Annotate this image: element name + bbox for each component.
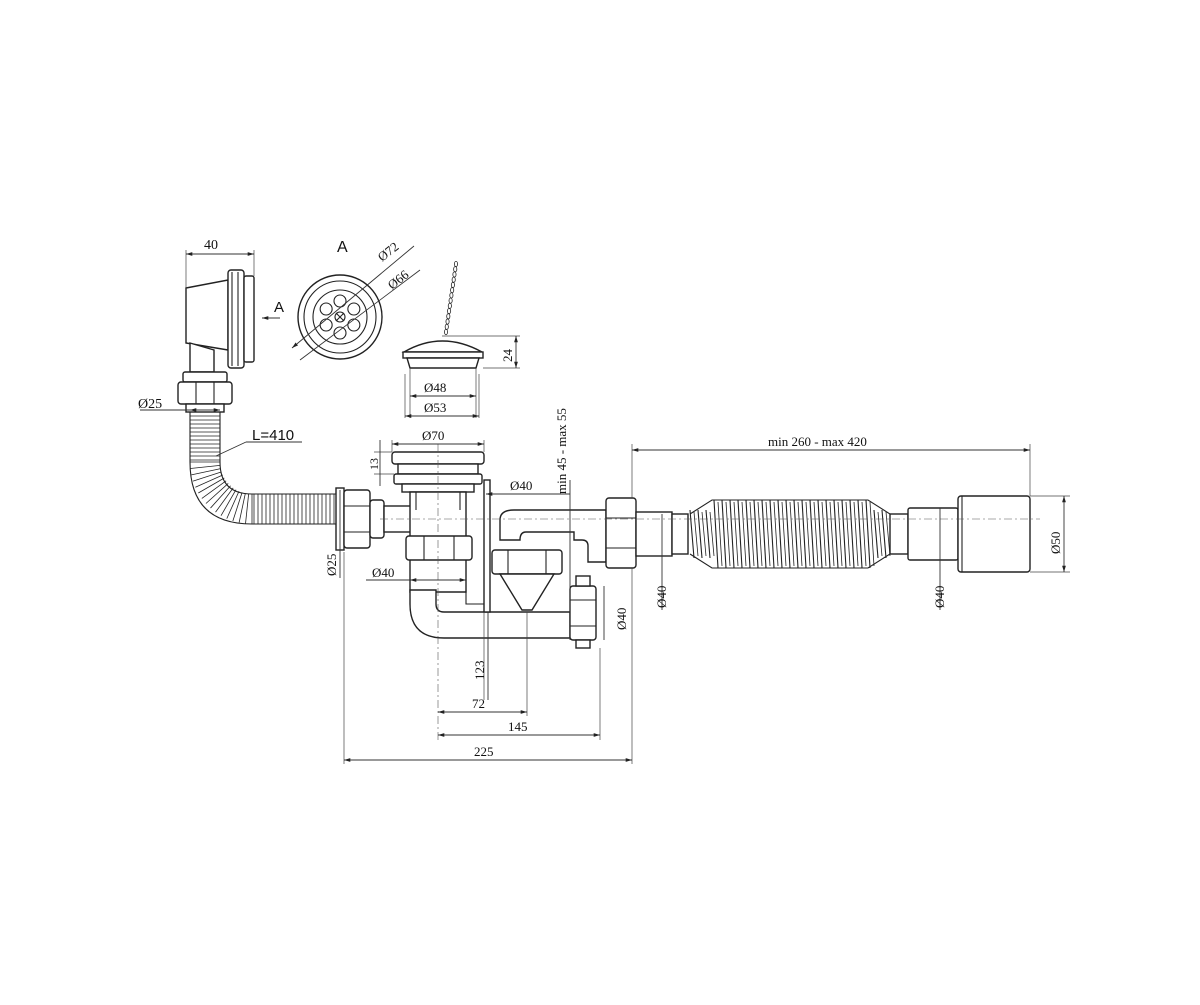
dim-d40-top: Ø40 (486, 478, 570, 496)
dim-d40-hose-left: Ø40 (654, 514, 669, 610)
h123-label: 123 (472, 661, 487, 681)
h13-label: 13 (367, 458, 381, 470)
dim-h123: 123 (472, 612, 489, 700)
d50-label: Ø50 (1048, 532, 1063, 554)
dim-40-label: 40 (204, 238, 218, 253)
dim-plug-height: 24 (442, 335, 520, 369)
hose-length-callout: L=410 (215, 427, 302, 457)
d40-left-label: Ø40 (372, 565, 394, 580)
dim-d40-left: Ø40 (366, 565, 466, 582)
dim-d50: Ø50 (1030, 495, 1070, 573)
dim-overflow-width: 40 (185, 238, 255, 288)
dim-w72: 72 (438, 612, 528, 716)
plug-with-chain (401, 260, 484, 418)
d66-label: Ø66 (385, 266, 412, 292)
overflow-hose (189, 412, 336, 525)
arrow-a-label: A (274, 299, 284, 316)
dim-d70: Ø70 (391, 428, 485, 452)
dim-d40-hose-right: Ø40 (932, 508, 947, 610)
extension-label: min 260 - max 420 (768, 434, 867, 449)
d72-label: Ø72 (375, 239, 402, 265)
dim-h13: 13 (367, 440, 394, 486)
d40-top-label: Ø40 (510, 478, 532, 493)
dim-w145: 145 (438, 648, 601, 740)
d40-outlet-label: Ø40 (614, 608, 629, 630)
d40-hose-left-label: Ø40 (654, 586, 669, 608)
d53-label: Ø53 (424, 400, 446, 415)
hose-length-label: L=410 (252, 427, 294, 444)
view-arrow-a: A (262, 299, 284, 320)
centre-lines (380, 444, 1040, 740)
w225-label: 225 (474, 744, 494, 759)
d25-side-label: Ø25 (324, 554, 339, 576)
dim-extension-length: min 260 - max 420 (631, 434, 1031, 498)
d70-label: Ø70 (422, 428, 444, 443)
d25-top-label: Ø25 (138, 397, 162, 412)
plug-height-label: 24 (500, 349, 515, 363)
extension-hose (671, 495, 1031, 573)
min-max-height-label: min 45 - max 55 (554, 408, 569, 494)
dim-d25-side: Ø25 (324, 490, 341, 578)
w72-label: 72 (472, 696, 485, 711)
overflow-assembly (177, 269, 255, 413)
d40-hose-right-label: Ø40 (932, 586, 947, 608)
dim-d40-outlet: Ø40 (603, 586, 629, 640)
dim-w225: 225 (343, 552, 633, 764)
dim-plug-d53: Ø53 (405, 400, 479, 418)
w145-label: 145 (508, 719, 528, 734)
strainer-view-a: A Ø72 Ø66 (291, 239, 421, 361)
view-a-label: A (337, 239, 348, 256)
dim-min-max-height: min 45 - max 55 (554, 408, 571, 640)
dim-hose-d25-top: Ø25 (138, 397, 220, 412)
dim-plug-d48: Ø48 (410, 380, 476, 398)
d48-label: Ø48 (424, 380, 446, 395)
